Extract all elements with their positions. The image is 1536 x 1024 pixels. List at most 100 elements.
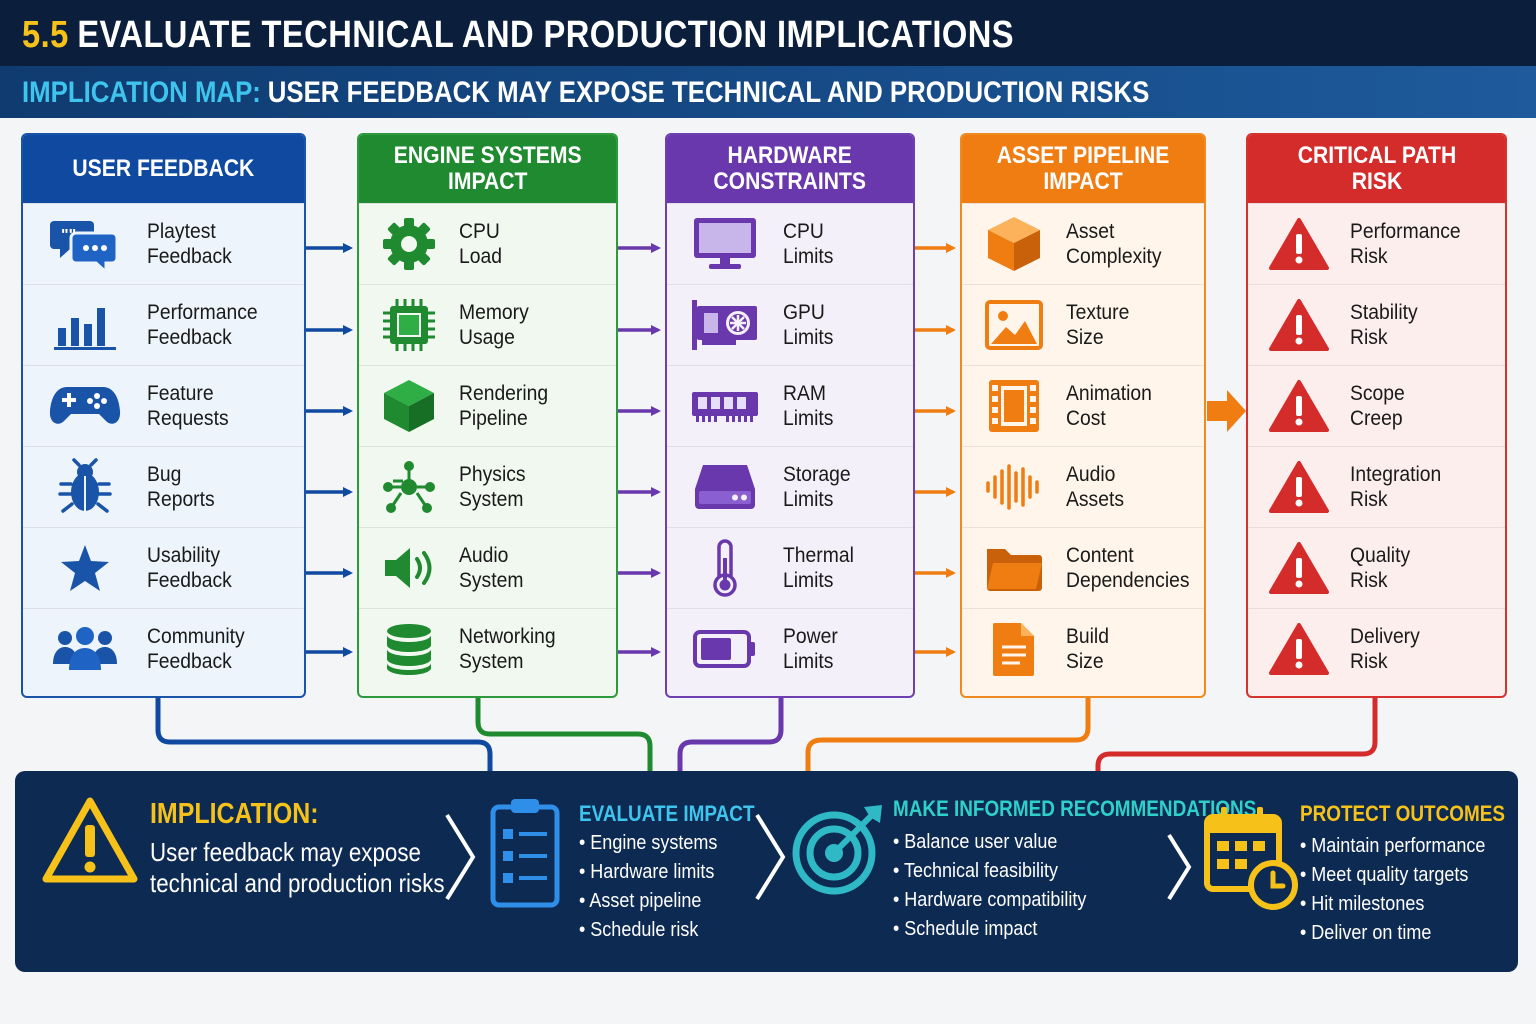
list-item: Audio Assets (962, 446, 1204, 527)
list-item: Thermal Limits (667, 527, 913, 608)
warning-icon (42, 797, 138, 883)
gamepad-icon (23, 381, 147, 431)
people-icon (23, 624, 147, 674)
list-item: Technical feasibility (893, 857, 1086, 886)
hardware-constraints-column: HARDWARE CONSTRAINTS CPU Limits GPU Limi… (665, 133, 915, 698)
warning-icon (1248, 460, 1350, 514)
subtitle-text: USER FEEDBACK MAY EXPOSE TECHNICAL AND P… (267, 76, 1150, 109)
item-label: GPU Limits (783, 301, 834, 349)
battery-icon (667, 628, 783, 670)
recommend-heading: MAKE INFORMED RECOMMENDATIONS (893, 796, 1257, 821)
list-item: Power Limits (667, 608, 913, 689)
item-label: Stability Risk (1350, 301, 1418, 349)
star-icon (23, 543, 147, 593)
gear-icon (359, 217, 459, 271)
list-item: Balance user value (893, 828, 1086, 857)
network-nodes-icon (359, 459, 459, 515)
chat-bubbles-icon: "" (23, 215, 147, 273)
hardware-to-asset-arrows (915, 243, 956, 657)
list-item: Asset pipeline (579, 887, 717, 916)
list-item: Feature Requests (23, 365, 304, 446)
list-item: Engine systems (579, 829, 717, 858)
item-label: Feature Requests (147, 382, 229, 430)
list-item: Schedule impact (893, 915, 1086, 944)
list-item: Delivery Risk (1248, 608, 1505, 689)
protect-heading: PROTECT OUTCOMES (1300, 801, 1505, 826)
page-subtitle: IMPLICATION MAP:USER FEEDBACK MAY EXPOSE… (22, 76, 1149, 110)
recommend-list: Balance user value Technical feasibility… (893, 828, 1108, 944)
warning-icon (1248, 622, 1350, 676)
list-item: Rendering Pipeline (359, 365, 616, 446)
item-label: Build Size (1066, 625, 1109, 673)
graphics-card-icon (667, 298, 783, 352)
column-header: HARDWARE CONSTRAINTS (667, 135, 913, 203)
list-item: Networking System (359, 608, 616, 689)
list-item: Quality Risk (1248, 527, 1505, 608)
list-item: CPU Limits (667, 203, 913, 284)
item-label: Memory Usage (459, 301, 529, 349)
database-icon (359, 622, 459, 676)
list-item: Community Feedback (23, 608, 304, 689)
warning-icon (1248, 379, 1350, 433)
chevron-right-icon (1167, 833, 1192, 901)
list-item: Animation Cost (962, 365, 1204, 446)
item-label: RAM Limits (783, 382, 834, 430)
thermometer-icon (667, 538, 783, 598)
document-icon (962, 621, 1066, 677)
column-header: USER FEEDBACK (23, 135, 304, 203)
warning-icon (1248, 217, 1350, 271)
list-item: Asset Complexity (962, 203, 1204, 284)
item-label: Content Dependencies (1066, 544, 1190, 592)
item-label: Audio System (459, 544, 524, 592)
chip-icon (359, 297, 459, 353)
bottom-connector-lines (155, 698, 1378, 771)
subtitle-lead: IMPLICATION MAP: (22, 76, 261, 109)
item-label: Rendering Pipeline (459, 382, 549, 430)
list-item: Memory Usage (359, 284, 616, 365)
list-item: Meet quality targets (1300, 861, 1485, 890)
calendar-clock-icon (1204, 807, 1298, 910)
item-label: Power Limits (783, 625, 838, 673)
engine-systems-column: ENGINE SYSTEMS IMPACT CPU Load Memory Us… (357, 133, 618, 698)
list-item: Storage Limits (667, 446, 913, 527)
list-item: Content Dependencies (962, 527, 1204, 608)
list-item: Performance Feedback (23, 284, 304, 365)
speaker-icon (359, 543, 459, 593)
implication-summary-panel: IMPLICATION: User feedback may expose te… (15, 771, 1518, 972)
item-label: Quality Risk (1350, 544, 1411, 592)
monitor-icon (667, 216, 783, 272)
item-label: Performance Feedback (147, 301, 258, 349)
clipboard-checklist-icon (490, 799, 560, 908)
title-text: EVALUATE TECHNICAL AND PRODUCTION IMPLIC… (77, 14, 1014, 56)
item-label: Thermal Limits (783, 544, 854, 592)
chevron-right-icon (445, 813, 476, 901)
list-item: Physics System (359, 446, 616, 527)
item-label: Scope Creep (1350, 382, 1405, 430)
item-label: Animation Cost (1066, 382, 1152, 430)
ram-stick-icon (667, 388, 783, 424)
implication-text: User feedback may expose technical and p… (150, 837, 445, 898)
list-item: Deliver on time (1300, 919, 1485, 948)
evaluate-heading: EVALUATE IMPACT (579, 801, 755, 826)
item-label: Networking System (459, 625, 556, 673)
warning-icon (1248, 298, 1350, 352)
critical-path-risk-column: CRITICAL PATH RISK Performance Risk Stab… (1246, 133, 1507, 698)
warning-icon (1248, 541, 1350, 595)
bug-icon (23, 458, 147, 516)
chevron-right-icon (755, 813, 786, 901)
title-bar (0, 0, 1536, 66)
list-item: "" Playtest Feedback (23, 203, 304, 284)
cube-icon (359, 378, 459, 434)
section-number: 5.5 (22, 14, 69, 56)
list-item: Scope Creep (1248, 365, 1505, 446)
column-header: ENGINE SYSTEMS IMPACT (359, 135, 616, 203)
item-label: Asset Complexity (1066, 220, 1162, 268)
item-label: Texture Size (1066, 301, 1130, 349)
list-item: Stability Risk (1248, 284, 1505, 365)
bar-chart-icon (23, 298, 147, 352)
user-feedback-column: USER FEEDBACK "" Playtest Feedback Perfo… (21, 133, 306, 698)
item-label: Playtest Feedback (147, 220, 232, 268)
item-label: Integration Risk (1350, 463, 1442, 511)
hard-drive-icon (667, 463, 783, 511)
